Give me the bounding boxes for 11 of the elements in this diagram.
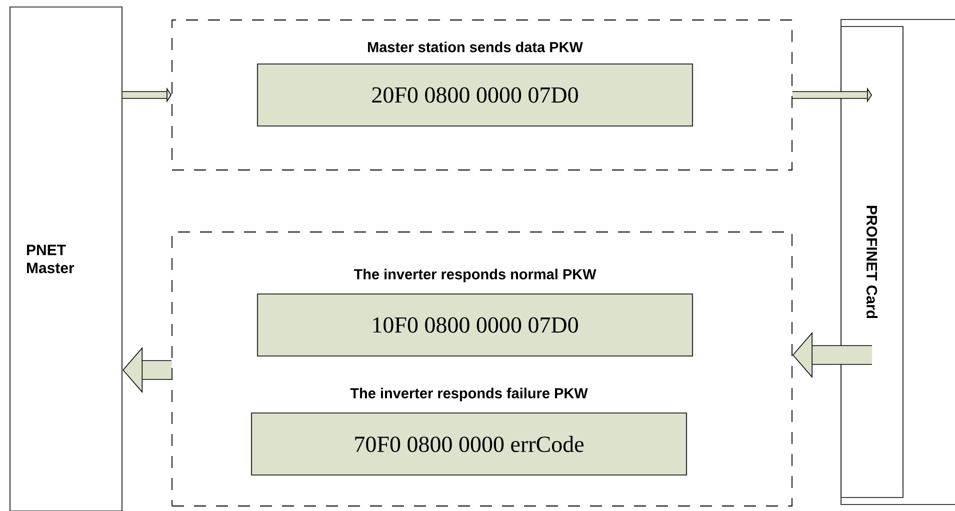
value-box: 20F0 0800 0000 07D0 xyxy=(256,63,694,127)
device-box: PNET Master xyxy=(9,6,123,511)
card-box: PROFINET Card xyxy=(840,26,904,498)
dashed-frame xyxy=(172,232,792,506)
box-heading: Master station sends data PKW xyxy=(368,42,583,52)
box-heading: The inverter responds normal PKW xyxy=(354,268,596,282)
device-box xyxy=(840,18,955,506)
value-box: 70F0 0800 0000 errCode xyxy=(250,412,688,476)
dashed-frame xyxy=(172,20,792,170)
box-heading: The inverter responds failure PKW xyxy=(350,388,588,402)
value-box: 10F0 0800 0000 07D0 xyxy=(256,293,694,357)
